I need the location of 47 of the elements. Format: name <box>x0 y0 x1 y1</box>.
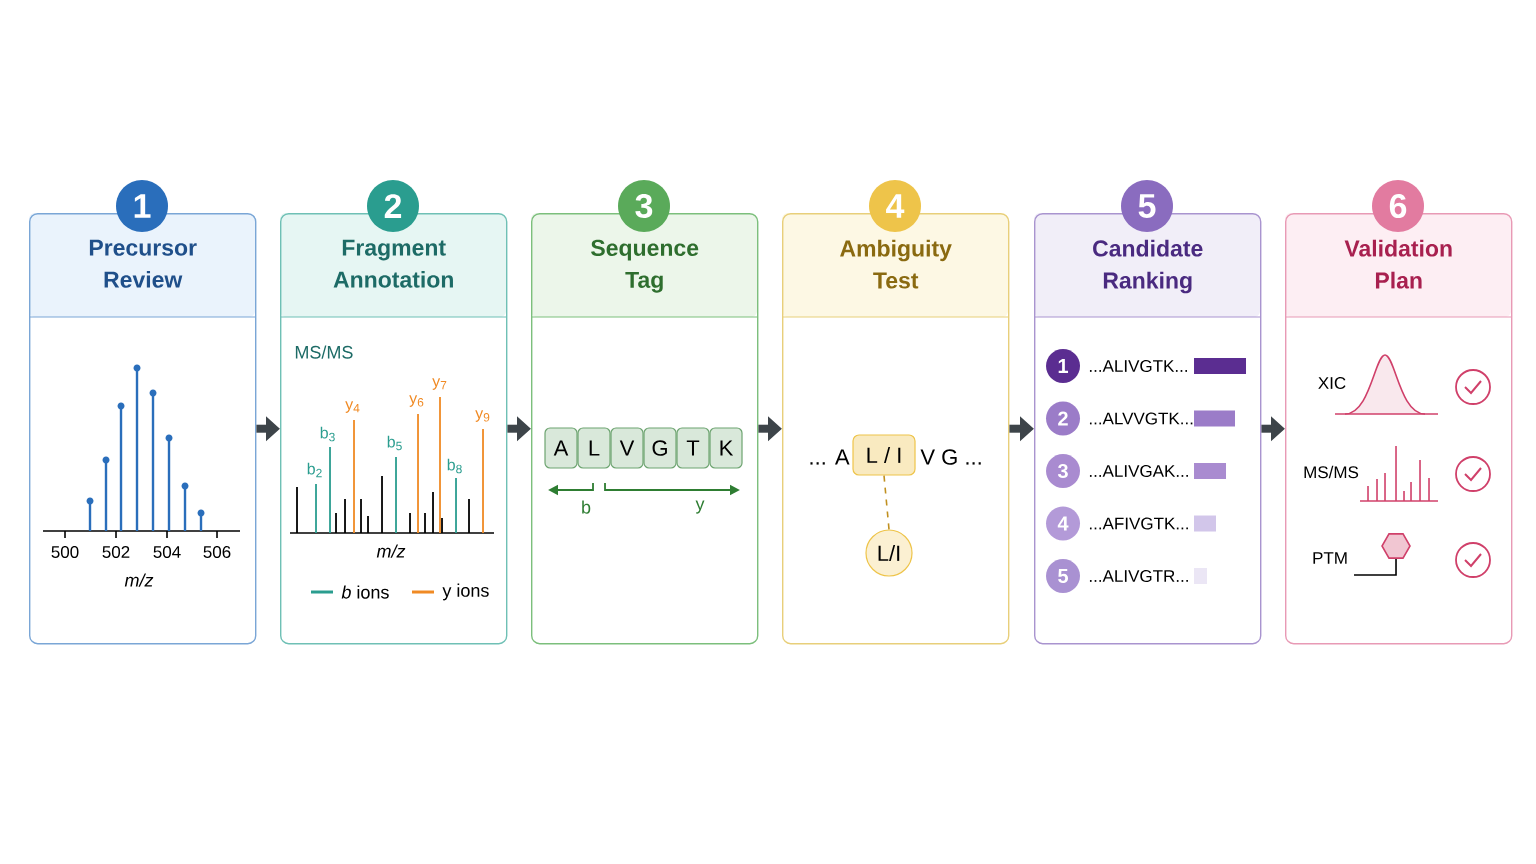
peak-label: b$_{5}$ <box>387 435 402 451</box>
connector-line <box>883 474 890 531</box>
peak-label: y$_{7}$ <box>432 378 447 390</box>
legend-item: y ions <box>412 583 489 601</box>
residue-box: K <box>709 427 743 469</box>
axis-tick-label: 502 <box>102 546 130 558</box>
peptide-sequence: ...ALIVGTR... <box>1089 570 1188 582</box>
axis-tick-label: 500 <box>51 546 79 558</box>
peptide-sequence: ...AFIVGTK... <box>1089 517 1188 530</box>
rank-number: 1 <box>1046 349 1080 383</box>
step-number: 2 <box>367 180 419 232</box>
axis-tick-label: 506 <box>203 546 231 558</box>
row-label: XIC <box>1318 377 1346 389</box>
ion-label: y <box>695 500 705 514</box>
residue-box: L / I <box>852 434 916 476</box>
peptide-sequence: ...ALIVGAK... <box>1089 465 1188 477</box>
peak-label: y$_{9}$ <box>475 410 490 422</box>
peak-label: y$_{4}$ <box>345 401 360 413</box>
peak-label: b$_{2}$ <box>307 462 322 478</box>
spectrum-title: MS/MS <box>295 345 353 359</box>
row-label: PTM <box>1313 552 1347 564</box>
step-number: 5 <box>1121 180 1173 232</box>
peptide-sequence: ...ALVVGTK... <box>1089 412 1193 425</box>
step-number: 1 <box>116 180 168 232</box>
legend-item: b ions <box>311 585 389 599</box>
sequence-text: V G ... <box>920 449 981 465</box>
peak-label: b$_{3}$ <box>320 426 335 442</box>
axis-label: m/z <box>376 544 406 558</box>
step-number: 3 <box>618 180 670 232</box>
row-label: MS/MS <box>1304 465 1359 479</box>
residue-box: A <box>544 427 578 469</box>
residue-box: V <box>610 427 644 469</box>
step-number: 6 <box>1372 180 1424 232</box>
residue-box: T <box>676 427 710 469</box>
rank-number: 2 <box>1046 401 1080 436</box>
rank-number: 3 <box>1046 454 1080 488</box>
step-number: 4 <box>869 180 921 232</box>
ion-label: b <box>582 500 591 514</box>
peptide-sequence: ...ALIVGTK... <box>1089 360 1187 372</box>
axis-label: m/z <box>124 573 154 587</box>
residue-box: G <box>643 427 677 469</box>
axis-tick-label: 504 <box>153 546 181 558</box>
rank-number: 5 <box>1046 559 1080 593</box>
residue-box: L <box>577 427 611 469</box>
rank-number: 4 <box>1046 506 1080 541</box>
peak-label: y$_{6}$ <box>409 395 424 407</box>
peak-label: b$_{8}$ <box>447 458 462 474</box>
